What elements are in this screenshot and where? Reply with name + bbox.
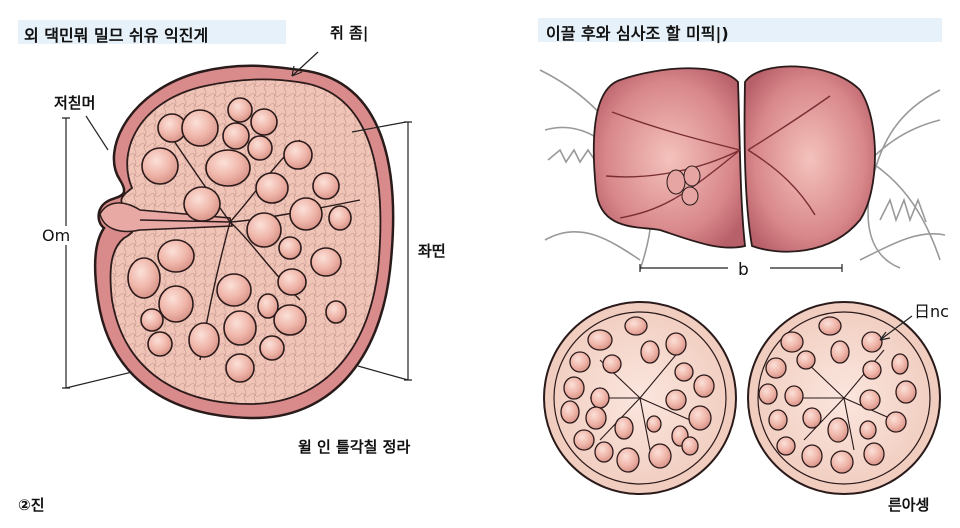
right-dimension-label: 좌띤 (418, 242, 446, 260)
cross-section-label: 日nc (914, 302, 949, 321)
right-panel-title: 이끌 후와 심사조 할 미픽|) (546, 24, 729, 43)
left-title-bar (18, 20, 286, 44)
cross-sections (543, 301, 941, 495)
top-right-label: 쥐 좀| (330, 24, 369, 42)
left-panel-title: 외 댁민뭐 밀므 쉬유 익진게 (24, 26, 209, 45)
bilobed-organ (539, 65, 946, 272)
top-dimension-label: b (738, 260, 749, 280)
right-corner-label: 른아셍 (888, 496, 930, 514)
left-dimension-label: Om (42, 226, 71, 245)
left-corner-label: ②진 (18, 496, 45, 514)
organ-cross-section (62, 51, 412, 420)
leader-lines (62, 51, 412, 389)
right-title-bar (538, 18, 942, 42)
upper-left-label: 저칟머 (54, 94, 96, 112)
bottom-caption: 윌 인 틀각칠 정라 (298, 438, 411, 456)
dimension-line-b (639, 264, 843, 272)
